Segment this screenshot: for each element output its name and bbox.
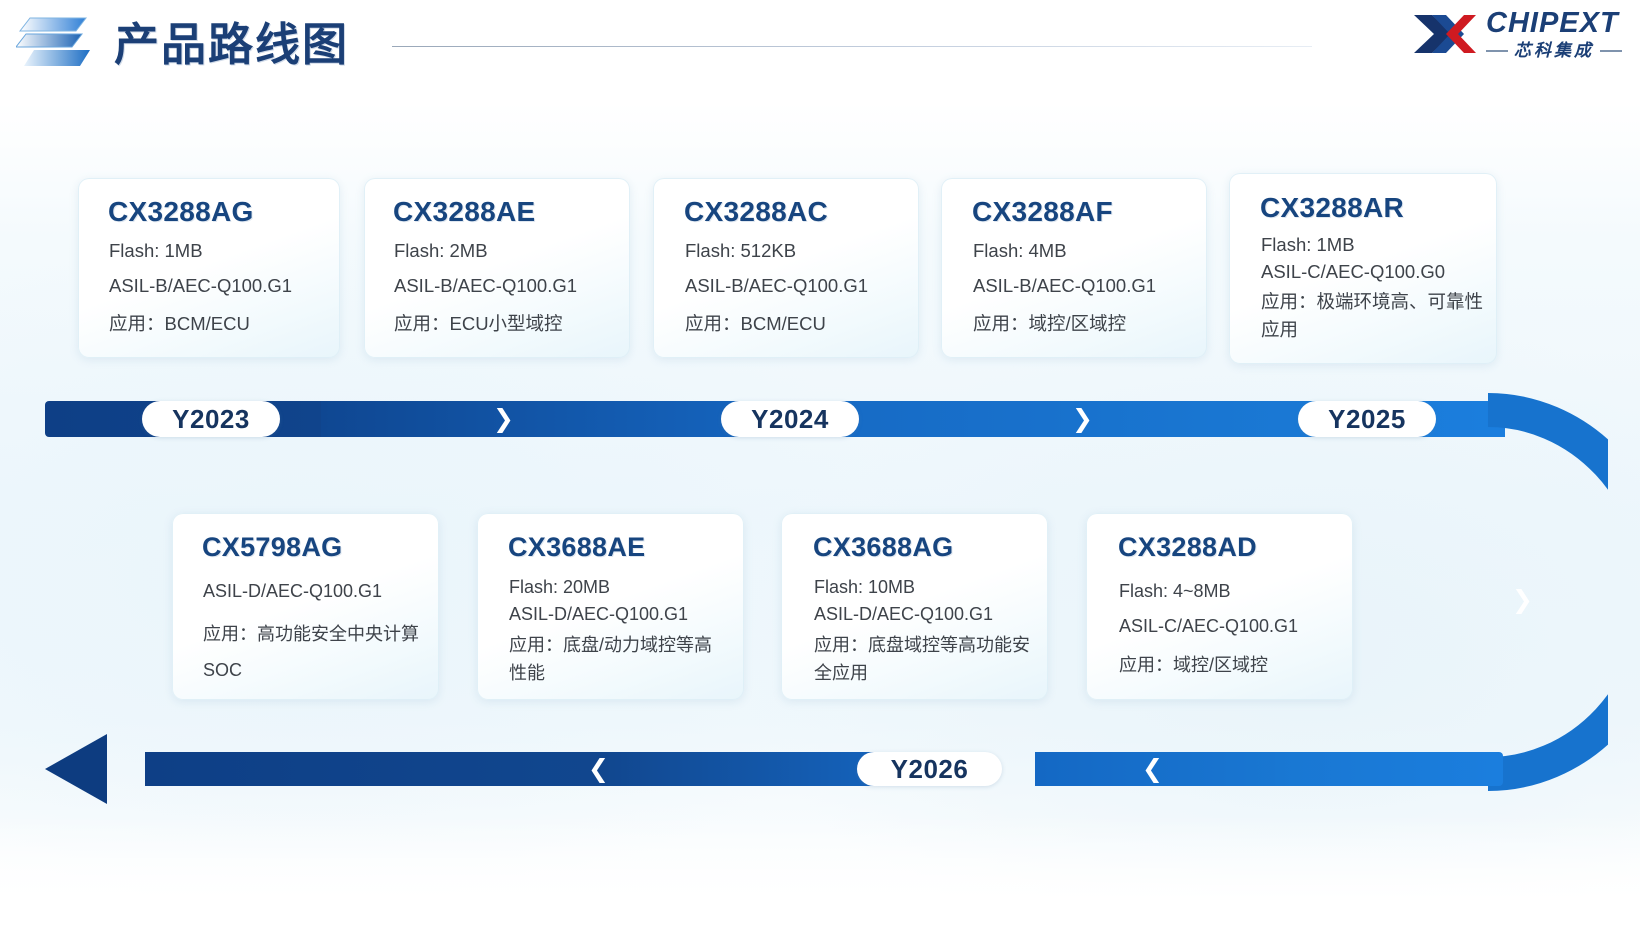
product-spec-flash: Flash: 20MB — [509, 577, 611, 597]
chevron-left-icon: ❮ — [588, 755, 609, 783]
product-spec-flash: Flash: 4~8MB — [1119, 581, 1231, 601]
product-spec-flash: Flash: 2MB — [394, 240, 488, 261]
page-title: 产品路线图 — [114, 19, 350, 70]
product-spec-asil: ASIL-D/AEC-Q100.G1 — [509, 604, 689, 624]
product-card-cx3288ag[interactable]: CX3288AG Flash: 1MB ASIL-B/AEC-Q100.G1 应… — [78, 178, 340, 358]
brand-dash-right — [1600, 49, 1622, 52]
product-card-cx3288ac[interactable]: CX3288AC Flash: 512KB ASIL-B/AEC-Q100.G1… — [653, 178, 919, 358]
chevron-left-icon: ❮ — [1142, 755, 1163, 783]
timeline-return-segment-1 — [145, 752, 625, 786]
product-card-cx3288af[interactable]: CX3288AF Flash: 4MB ASIL-B/AEC-Q100.G1 应… — [941, 178, 1207, 358]
timeline-forward-bar: ❯ ❯ Y2023 Y2024 Y2025 — [45, 401, 1505, 437]
product-spec-application: 应用：BCM/ECU — [685, 313, 826, 334]
timeline-return-bar: ❮ ❮ Y2026 — [45, 734, 1503, 804]
product-spec-flash: Flash: 10MB — [814, 577, 916, 597]
chevron-down-icon: ❯ — [1512, 586, 1533, 614]
title-divider-rule — [392, 46, 1312, 47]
chevron-stack-logo-icon — [14, 10, 98, 72]
product-spec-application: 应用：域控/区域控 — [973, 313, 1127, 334]
arrow-left-icon — [45, 734, 107, 804]
slide-bottom-fade — [0, 815, 1640, 925]
product-model: CX3288AE — [393, 196, 536, 227]
timeline-right-curve: ❯ — [1398, 392, 1640, 792]
timeline-return-segment-2 — [605, 752, 905, 786]
chevron-right-icon: ❯ — [493, 405, 514, 433]
product-spec-flash: Flash: 1MB — [1261, 234, 1355, 255]
product-spec-application: 应用：域控/区域控 — [1119, 655, 1269, 675]
timeline-return-segment-3 — [1035, 752, 1285, 786]
product-spec-asil: ASIL-B/AEC-Q100.G1 — [109, 275, 293, 296]
product-spec-application: 应用：BCM/ECU — [109, 313, 250, 334]
chipext-x-mark-icon — [1414, 15, 1476, 53]
product-model: CX3688AG — [813, 532, 954, 562]
product-spec-application: 应用：ECU小型域控 — [394, 313, 563, 334]
chevron-right-icon: ❯ — [1072, 405, 1093, 433]
product-spec-asil: ASIL-C/AEC-Q100.G1 — [1119, 616, 1299, 636]
product-spec-application: 应用：底盘/动力域控等高性能 — [509, 635, 712, 683]
product-model: CX5798AG — [202, 532, 343, 562]
timeline-year-y2024[interactable]: Y2024 — [721, 401, 859, 437]
product-card-cx3288ad[interactable]: CX3288AD Flash: 4~8MB ASIL-C/AEC-Q100.G1… — [1086, 513, 1353, 700]
product-model: CX3688AE — [508, 532, 646, 562]
product-spec-flash: Flash: 4MB — [973, 240, 1067, 261]
product-spec-asil: ASIL-B/AEC-Q100.G1 — [394, 275, 578, 296]
product-model: CX3288AD — [1118, 532, 1257, 562]
product-spec-flash: Flash: 1MB — [109, 240, 203, 261]
brand-logo: CHIPEXT 芯科集成 — [1412, 8, 1622, 60]
product-spec-application: 应用：高功能安全中央计算SOC — [203, 624, 419, 680]
timeline-return-segment-4 — [1275, 752, 1503, 786]
product-spec-asil: ASIL-B/AEC-Q100.G1 — [685, 275, 869, 296]
product-spec-application: 应用：底盘域控等高功能安全应用 — [814, 635, 1030, 683]
product-card-cx3288ae[interactable]: CX3288AE Flash: 2MB ASIL-B/AEC-Q100.G1 应… — [364, 178, 630, 358]
product-model: CX3288AG — [108, 196, 254, 227]
product-spec-asil: ASIL-C/AEC-Q100.G0 — [1261, 261, 1446, 282]
brand-name-cn: 芯科集成 — [1514, 41, 1594, 60]
product-model: CX3288AR — [1260, 192, 1405, 223]
product-card-cx5798ag[interactable]: CX5798AG ASIL-D/AEC-Q100.G1 应用：高功能安全中央计算… — [172, 513, 439, 700]
product-card-cx3688ae[interactable]: CX3688AE Flash: 20MB ASIL-D/AEC-Q100.G1 … — [477, 513, 744, 700]
timeline-segment-2 — [321, 401, 771, 437]
timeline-year-y2023[interactable]: Y2023 — [142, 401, 280, 437]
timeline-year-y2025[interactable]: Y2025 — [1298, 401, 1436, 437]
product-spec-asil: ASIL-D/AEC-Q100.G1 — [814, 604, 994, 624]
product-spec-flash: Flash: 512KB — [685, 240, 797, 261]
product-spec-asil: ASIL-D/AEC-Q100.G1 — [203, 581, 383, 601]
product-spec-asil: ASIL-B/AEC-Q100.G1 — [973, 275, 1157, 296]
brand-name-en: CHIPEXT — [1486, 7, 1619, 39]
product-spec-application: 应用：极端环境高、可靠性应用 — [1261, 291, 1484, 340]
product-card-cx3688ag[interactable]: CX3688AG Flash: 10MB ASIL-D/AEC-Q100.G1 … — [781, 513, 1048, 700]
product-card-cx3288ar[interactable]: CX3288AR Flash: 1MB ASIL-C/AEC-Q100.G0 应… — [1229, 173, 1497, 364]
product-model: CX3288AF — [972, 196, 1113, 227]
product-model: CX3288AC — [684, 196, 829, 227]
brand-dash-left — [1486, 49, 1508, 52]
timeline-year-y2026[interactable]: Y2026 — [857, 752, 1002, 786]
slide-header: 产品路线图 CHIPEXT 芯科集成 — [0, 0, 1640, 96]
